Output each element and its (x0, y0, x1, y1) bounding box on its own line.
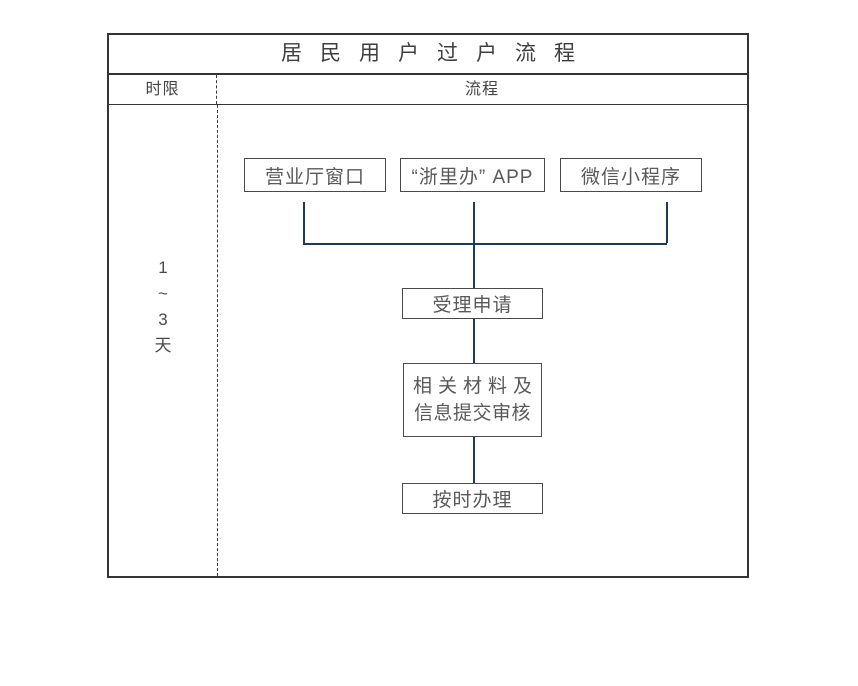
page-title: 居民用户过户流程 (109, 35, 747, 75)
connector-right-stub (666, 202, 668, 243)
step-review-line2: 信息提交审核 (413, 403, 531, 424)
time-limit-line: ~ (158, 284, 168, 303)
step-review-line1: 相关材料及 (412, 376, 538, 397)
connector-review-to-complete (473, 437, 475, 483)
table-header: 时限 流程 (109, 75, 747, 105)
connector-left-stub (303, 202, 305, 243)
dashed-column-divider (217, 105, 218, 576)
step-box-handle-on-time: 按时办理 (402, 483, 543, 514)
channel-box-service-hall-window: 营业厅窗口 (244, 158, 386, 192)
step-box-accept-application: 受理申请 (402, 288, 543, 319)
channel-box-zheliban-app: “浙里办” APP (400, 158, 545, 192)
time-limit-line: 天 (154, 336, 172, 355)
header-process: 流程 (464, 81, 499, 98)
process-flow-table: 居民用户过户流程 时限 流程 1 ~ 3 天 营业厅窗口 “浙里办” APP 微… (107, 33, 749, 578)
table-body: 1 ~ 3 天 营业厅窗口 “浙里办” APP 微信小程序 受理申请 相关材料及… (109, 105, 747, 576)
time-limit-line: 3 (158, 310, 168, 329)
connector-accept-to-review (473, 319, 475, 363)
connector-join-bar (303, 243, 667, 245)
header-time-limit: 时限 (109, 75, 217, 104)
channel-box-wechat-mini-program: 微信小程序 (560, 158, 702, 192)
step-box-materials-review: 相关材料及 信息提交审核 (403, 363, 542, 437)
time-limit-value: 1 ~ 3 天 (109, 255, 217, 359)
connector-center-trunk (473, 202, 475, 288)
time-limit-line: 1 (158, 258, 168, 277)
